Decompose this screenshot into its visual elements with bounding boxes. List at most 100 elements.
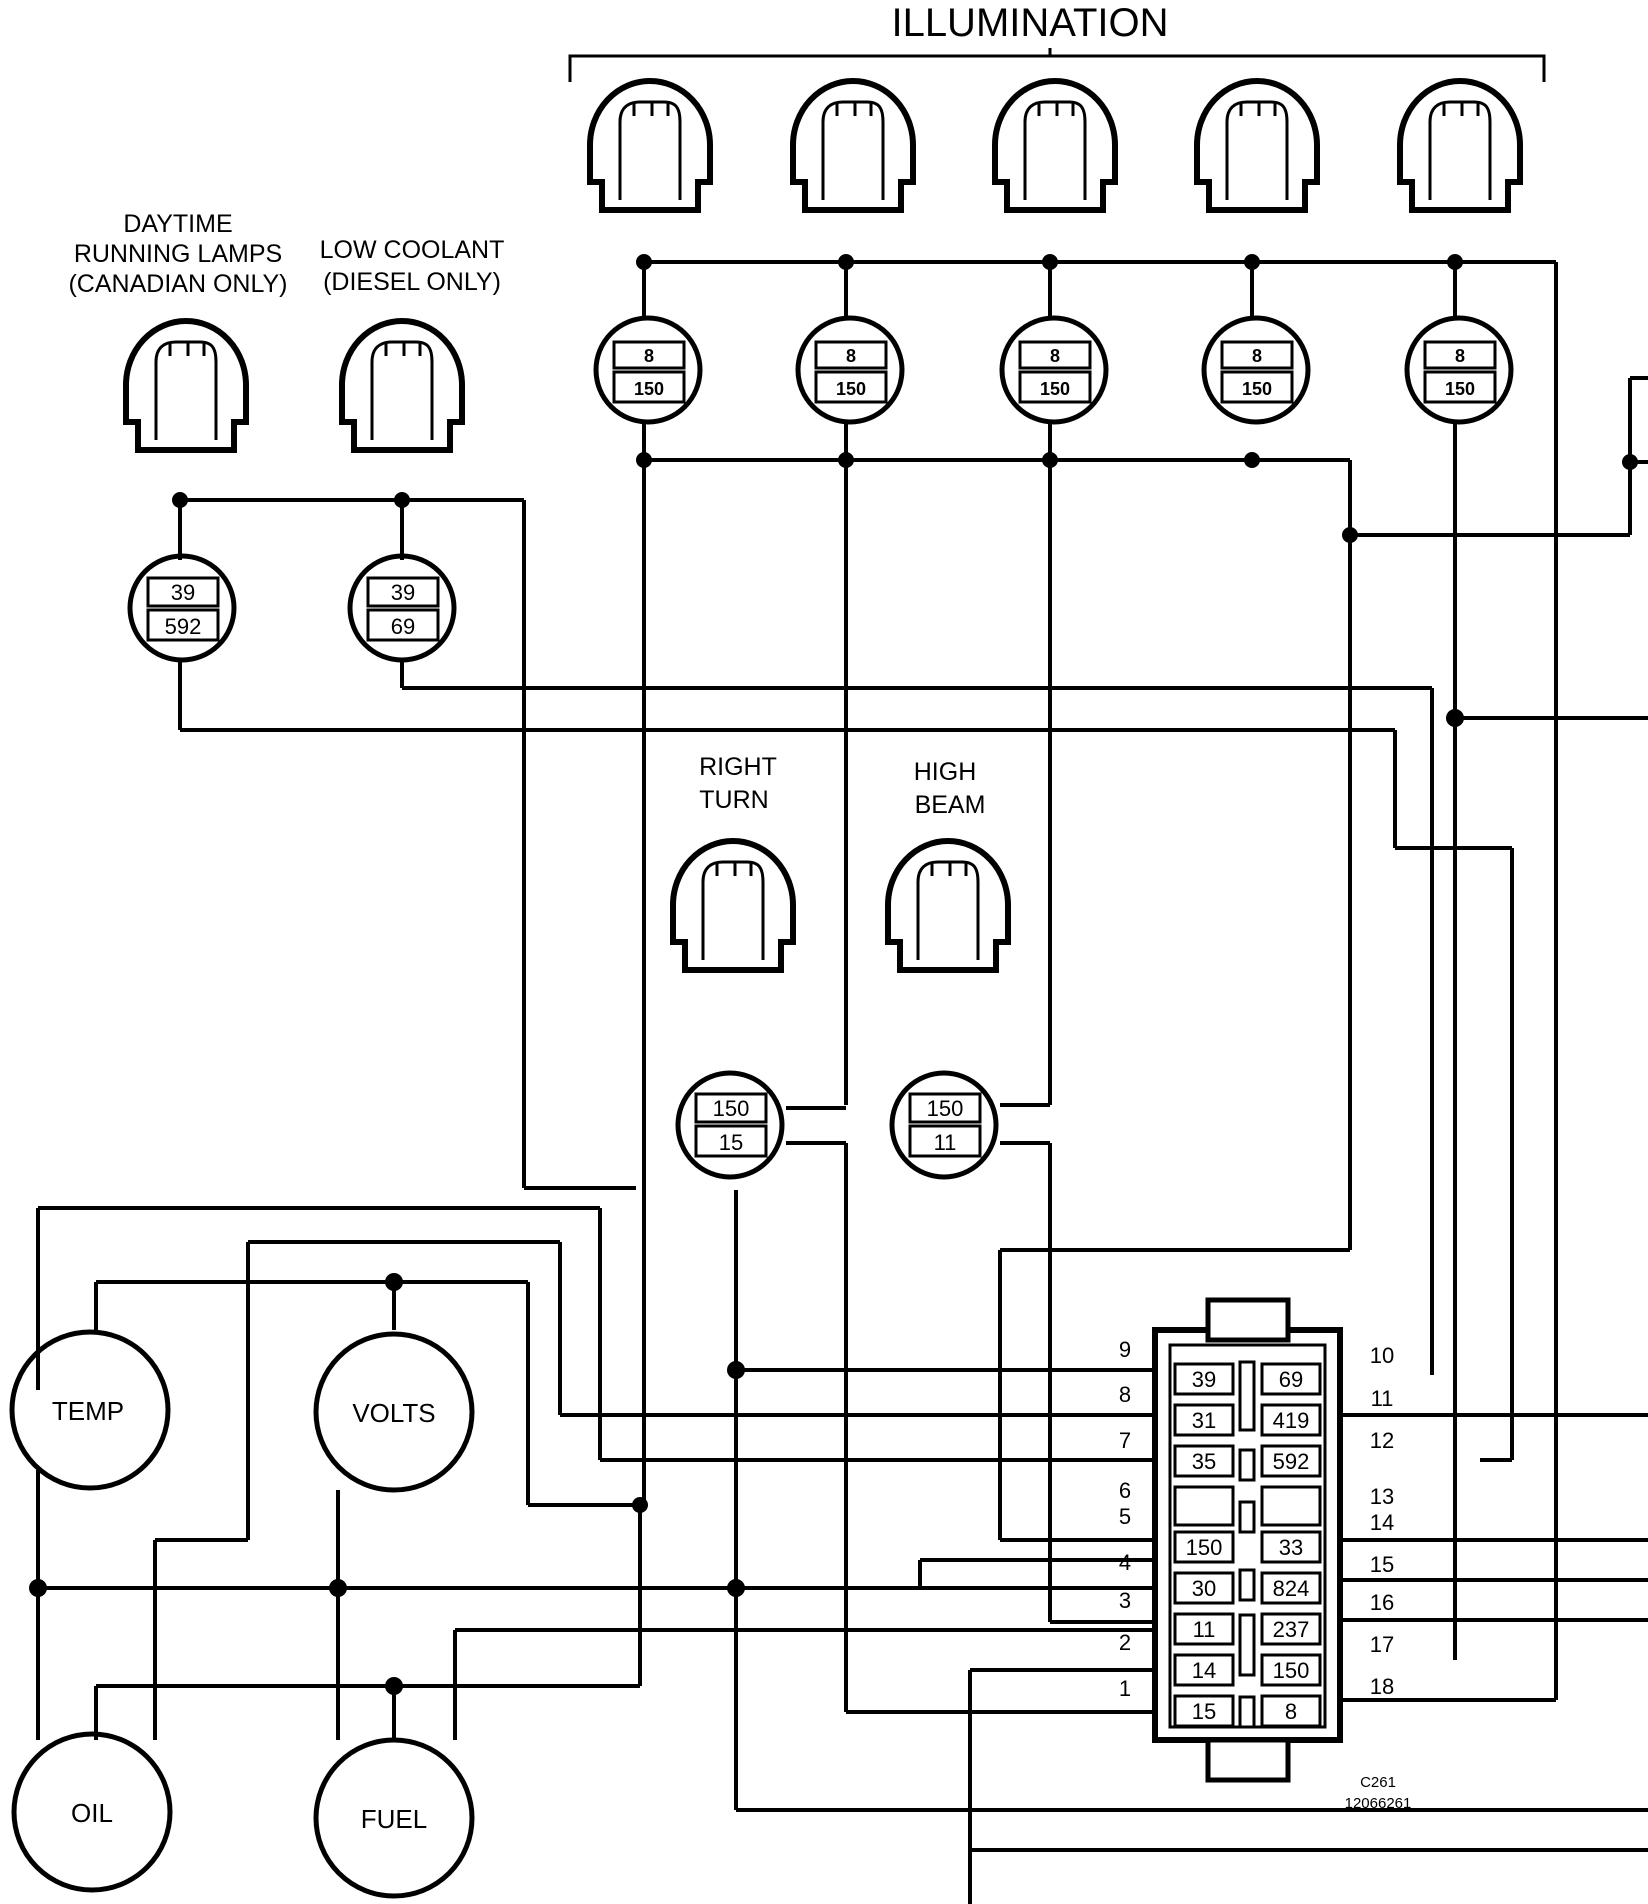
svg-text:150: 150	[634, 379, 664, 399]
conn-wire-r8: 150	[1273, 1658, 1310, 1683]
right-turn-bulb	[673, 841, 793, 970]
conn-wire-r5: 33	[1279, 1535, 1303, 1560]
oil-gauge: OIL	[11, 1731, 173, 1893]
junction-dots	[29, 254, 1638, 1695]
temp-gauge: TEMP	[9, 1329, 171, 1491]
conn-pin-l2: 8	[1119, 1382, 1131, 1407]
svg-text:8: 8	[1455, 346, 1465, 366]
conn-pin-r6: 15	[1370, 1552, 1394, 1577]
conn-wire-l7: 11	[1193, 1617, 1216, 1642]
conn-pin-r4: 13	[1370, 1484, 1394, 1509]
svg-text:150: 150	[1040, 379, 1070, 399]
conn-pin-l3: 7	[1119, 1428, 1131, 1453]
svg-text:TEMP: TEMP	[52, 1396, 124, 1426]
conn-pin-r9: 18	[1370, 1674, 1394, 1699]
conn-wire-l1: 39	[1192, 1367, 1216, 1392]
illumination-bulb-2	[793, 81, 913, 210]
high-beam-bulb	[888, 841, 1008, 970]
svg-text:8: 8	[846, 346, 856, 366]
conn-pin-l4: 6	[1119, 1478, 1131, 1503]
fuel-gauge: FUEL	[313, 1737, 475, 1899]
illumination-wiring	[642, 260, 1648, 1700]
illumination-socket-2: 8 150	[795, 315, 905, 425]
illumination-title: ILLUMINATION	[891, 1, 1168, 45]
volts-gauge: VOLTS	[313, 1331, 475, 1493]
connector-part-number: 12066261	[1345, 1795, 1412, 1812]
conn-wire-r3: 592	[1273, 1449, 1310, 1474]
connector-right-cells	[1260, 1362, 1322, 1728]
svg-text:8: 8	[1252, 346, 1262, 366]
conn-pin-l1: 9	[1119, 1337, 1131, 1362]
svg-text:150: 150	[1242, 379, 1272, 399]
conn-wire-l3: 35	[1192, 1449, 1216, 1474]
conn-pin-r7: 16	[1370, 1590, 1394, 1615]
coolant-label-1: LOW COOLANT	[320, 236, 505, 264]
svg-text:69: 69	[391, 614, 415, 639]
svg-text:150: 150	[927, 1096, 964, 1121]
connector-left-cells	[1173, 1362, 1235, 1728]
connector-name: C261	[1360, 1774, 1396, 1791]
conn-wire-l5: 150	[1186, 1535, 1223, 1560]
svg-text:11: 11	[934, 1130, 957, 1155]
conn-pin-r8: 17	[1370, 1632, 1394, 1657]
svg-text:39: 39	[171, 580, 195, 605]
conn-wire-r2: 419	[1273, 1408, 1310, 1433]
conn-wire-r9: 8	[1285, 1699, 1297, 1724]
svg-text:8: 8	[1050, 346, 1060, 366]
svg-text:150: 150	[836, 379, 866, 399]
svg-text:OIL: OIL	[71, 1798, 113, 1828]
right-turn-socket: 150 15	[675, 1070, 785, 1180]
conn-pin-r3: 12	[1370, 1428, 1394, 1453]
illumination-socket-3: 8 150	[999, 315, 1109, 425]
svg-text:FUEL: FUEL	[361, 1804, 427, 1834]
coolant-label-2: (DIESEL ONLY)	[323, 268, 501, 296]
high-beam-socket: 150 11	[889, 1070, 999, 1180]
right-turn-label-1: RIGHT	[699, 753, 777, 781]
illumination-bracket	[568, 54, 1546, 82]
conn-wire-r7: 237	[1273, 1617, 1310, 1642]
drl-label-2: RUNNING LAMPS	[74, 240, 282, 268]
coolant-bulb	[342, 321, 462, 450]
conn-wire-l8: 14	[1192, 1658, 1216, 1683]
conn-wire-l6: 30	[1192, 1576, 1216, 1601]
conn-pin-l6: 4	[1119, 1550, 1131, 1575]
conn-pin-l7: 3	[1119, 1588, 1131, 1613]
illumination-socket-4: 8 150	[1201, 315, 1311, 425]
conn-pin-l8: 2	[1119, 1630, 1131, 1655]
conn-pin-r5: 14	[1370, 1510, 1394, 1535]
illumination-bulb-3	[995, 81, 1115, 210]
conn-pin-r2: 11	[1371, 1386, 1394, 1411]
conn-wire-l2: 31	[1192, 1408, 1216, 1433]
drl-label-1: DAYTIME	[123, 210, 232, 238]
drl-socket: 39 592	[127, 553, 237, 663]
illumination-socket-5: 8 150	[1404, 315, 1514, 425]
svg-text:592: 592	[165, 614, 202, 639]
connector-c261: 39 31 35 150 30 11 14 15 69 419 592 33 8…	[1119, 1297, 1412, 1812]
svg-text:150: 150	[1445, 379, 1475, 399]
conn-wire-r1: 69	[1279, 1367, 1303, 1392]
illumination-bulb-1	[590, 81, 710, 210]
right-turn-label-2: TURN	[699, 786, 768, 814]
svg-text:15: 15	[719, 1130, 743, 1155]
illumination-socket-1: 8 150	[593, 315, 703, 425]
illumination-bulb-5	[1400, 81, 1520, 210]
svg-text:150: 150	[713, 1096, 750, 1121]
high-beam-label-1: HIGH	[914, 758, 977, 786]
drl-coolant-wiring	[178, 498, 1648, 1462]
illumination-bulb-4	[1197, 81, 1317, 210]
high-beam-label-2: BEAM	[915, 791, 986, 819]
coolant-socket: 39 69	[347, 553, 457, 663]
conn-wire-l9: 15	[1192, 1699, 1216, 1724]
conn-pin-l9: 1	[1119, 1676, 1131, 1701]
svg-text:8: 8	[644, 346, 654, 366]
svg-text:VOLTS: VOLTS	[352, 1398, 435, 1428]
conn-pin-l5: 5	[1119, 1504, 1131, 1529]
drl-label-3: (CANADIAN ONLY)	[68, 270, 287, 298]
drl-bulb	[126, 321, 246, 450]
gauge-wiring	[36, 1206, 1648, 1904]
svg-text:39: 39	[391, 580, 415, 605]
conn-wire-r6: 824	[1273, 1576, 1310, 1601]
turn-beam-wiring	[734, 1103, 1648, 1812]
conn-pin-r1: 10	[1370, 1343, 1394, 1368]
